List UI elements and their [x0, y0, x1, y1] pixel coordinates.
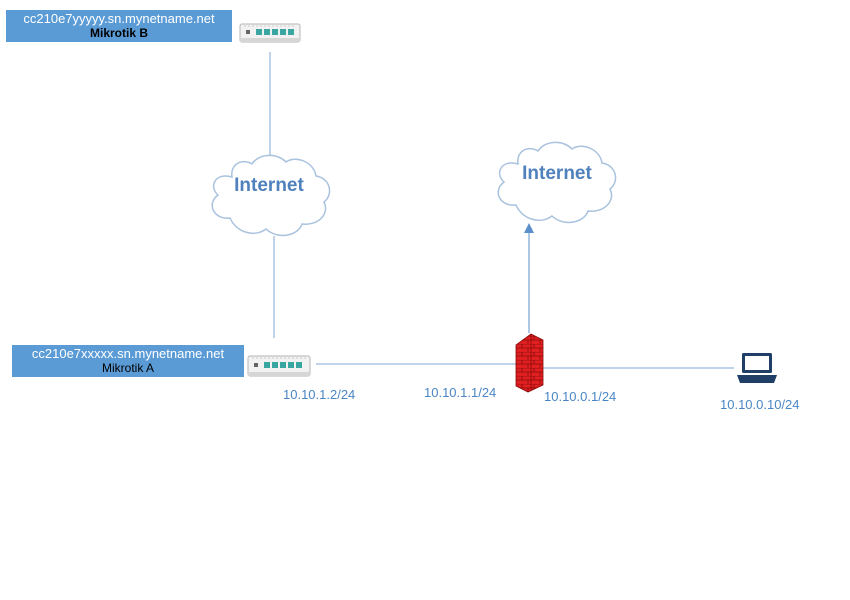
- ip-firewall-lan: 10.10.0.1/24: [544, 389, 617, 404]
- cloud-label-right: Internet: [522, 163, 592, 184]
- firewall-icon: [515, 333, 544, 393]
- router-icon: [247, 355, 311, 377]
- mikrotik-b-name: Mikrotik B: [89, 26, 148, 40]
- mikrotik-a-name: Mikrotik A: [101, 361, 154, 375]
- mikrotik-b-label: cc210e7yyyyy.sn.mynetname.net Mikrotik B: [6, 10, 232, 42]
- laptop-icon: [737, 353, 777, 383]
- ip-firewall-wan: 10.10.1.1/24: [424, 385, 497, 400]
- mikrotik-a-hostname: cc210e7xxxxx.sn.mynetname.net: [31, 346, 225, 361]
- mikrotik-a-label: cc210e7xxxxx.sn.mynetname.net Mikrotik A: [12, 345, 244, 377]
- cloud-label-left: Internet: [234, 175, 304, 196]
- mikrotik-b-hostname: cc210e7yyyyy.sn.mynetname.net: [23, 11, 215, 26]
- router-icon: [239, 23, 301, 43]
- cloud-icon: Internet: [211, 154, 331, 237]
- cloud-icon: Internet: [497, 141, 617, 224]
- ip-laptop: 10.10.0.10/24: [720, 397, 800, 412]
- ip-mikrotik-a: 10.10.1.2/24: [283, 387, 356, 402]
